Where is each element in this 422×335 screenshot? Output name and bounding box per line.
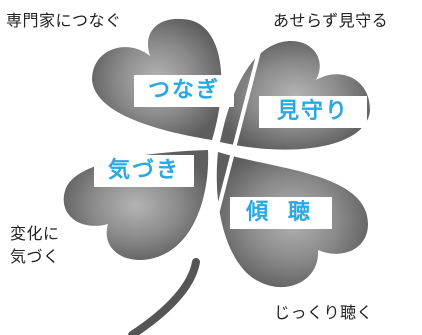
label-notice-changes: 変化に 気づく [10, 222, 60, 268]
leaf-label-watch: 見守り [259, 96, 367, 128]
label-notice-changes-line-2: 気づく [10, 247, 60, 266]
label-notice-changes-line-1: 変化に [10, 224, 60, 243]
divider-vertical [198, 39, 264, 281]
clover-stem [128, 258, 200, 335]
leaf-label-listen: 傾 聴 [230, 197, 332, 229]
divider-diagonal [69, 118, 381, 178]
label-watch-patiently: あせらず見守る [273, 11, 389, 30]
leaf-label-connect: つなぎ [134, 75, 234, 107]
label-refer-to-specialist: 専門家につなぐ [6, 11, 122, 30]
leaf-label-notice: 気づき [94, 155, 194, 187]
label-listen-carefully: じっくり聴く [274, 303, 374, 322]
